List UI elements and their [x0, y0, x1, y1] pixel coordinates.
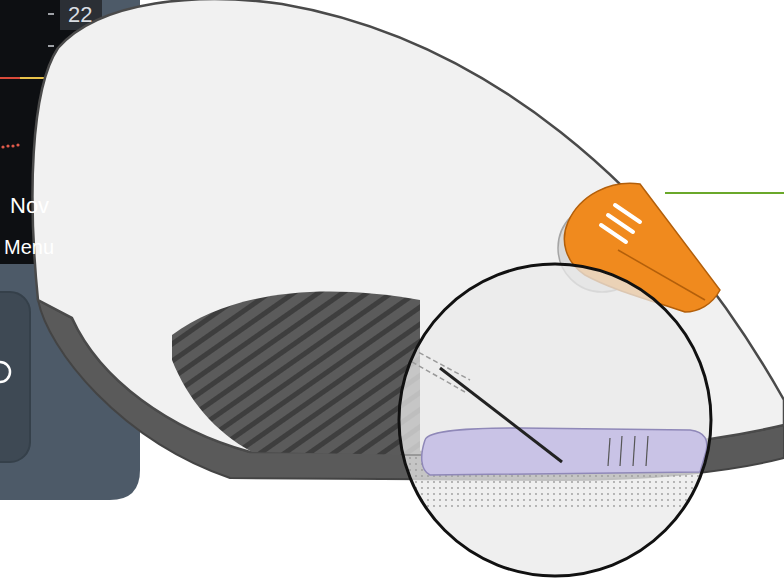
high-line [0, 77, 20, 79]
phone-button [0, 292, 30, 462]
sensor [422, 428, 707, 475]
screen-text: 22 [68, 4, 92, 26]
trend-dots [1, 143, 19, 148]
needle-guide [405, 358, 465, 392]
tick-mark [48, 45, 54, 47]
magnifier [395, 262, 715, 580]
magnifier-circle [399, 264, 711, 576]
screen-text: Menu [4, 237, 54, 257]
button-grip [601, 205, 640, 242]
grip [172, 291, 420, 455]
screen-text: Nov [10, 195, 49, 217]
button-ring [0, 362, 10, 382]
leader-line [665, 192, 784, 194]
tick-mark [48, 13, 54, 15]
needle [440, 368, 562, 462]
lens-fill [395, 262, 715, 580]
sensor-ribs [608, 436, 648, 466]
